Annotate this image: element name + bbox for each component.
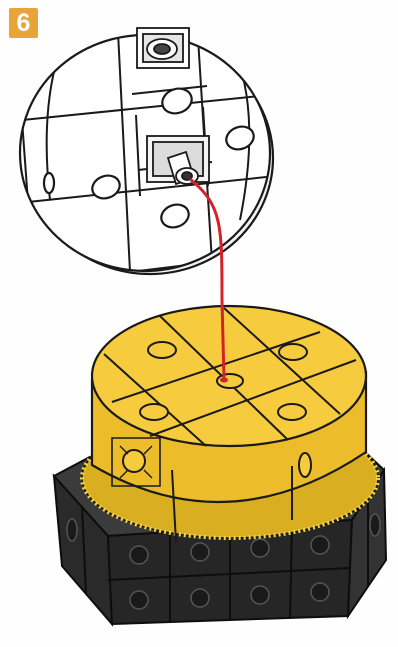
white-round-block-assembly bbox=[20, 22, 276, 274]
center-connector-pin bbox=[147, 136, 209, 184]
top-connector-block bbox=[137, 28, 189, 68]
